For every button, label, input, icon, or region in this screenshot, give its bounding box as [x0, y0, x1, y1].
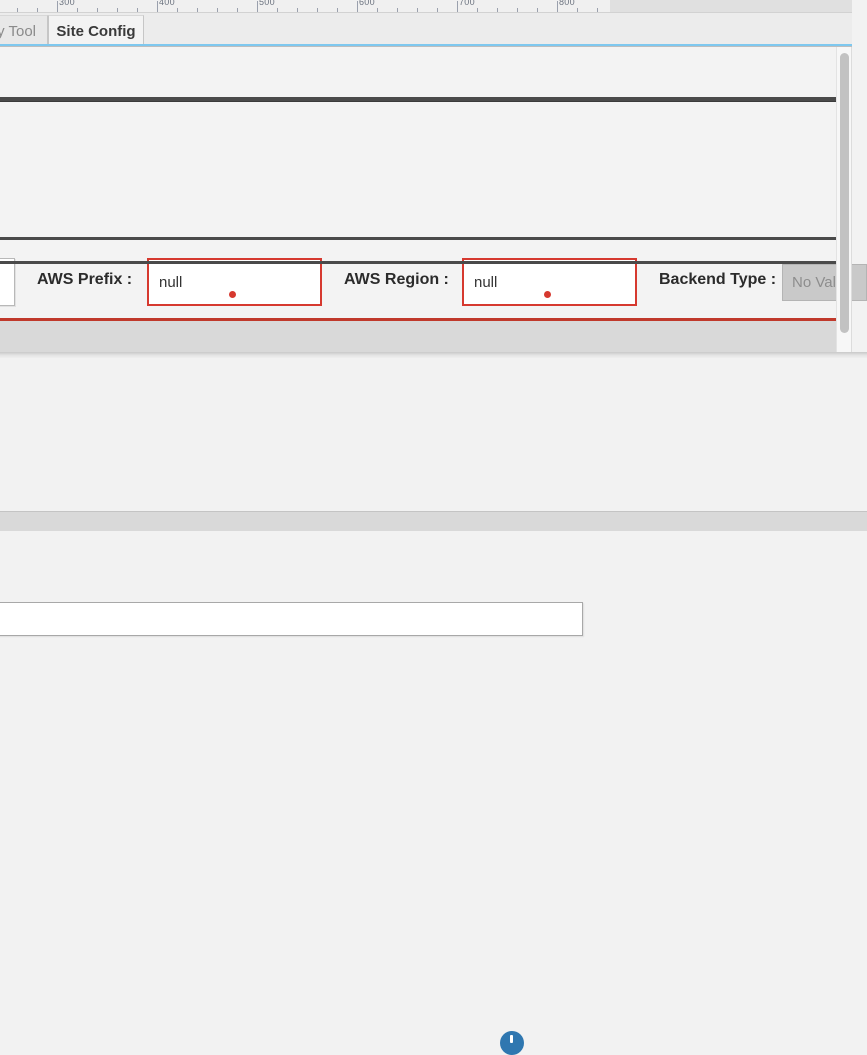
- ruler-minor-tick: [217, 8, 218, 12]
- aws-region-input[interactable]: null: [462, 258, 637, 306]
- ruler-minor-tick: [437, 8, 438, 12]
- vertical-scrollbar-thumb[interactable]: [840, 53, 849, 333]
- ruler-minor-tick: [337, 8, 338, 12]
- tab-site-config[interactable]: Site Config: [48, 15, 144, 46]
- ruler-minor-tick: [237, 8, 238, 12]
- ruler-inactive-tail: [610, 0, 852, 13]
- section-divider-lower: [0, 261, 852, 264]
- ruler-minor-tick: [177, 8, 178, 12]
- ruler-minor-tick: [17, 8, 18, 12]
- ruler-major-tick: [557, 1, 558, 12]
- ruler-major-tick: [157, 1, 158, 12]
- ruler-minor-tick: [377, 8, 378, 12]
- error-divider-red: [0, 318, 852, 321]
- ruler-minor-tick: [537, 8, 538, 12]
- ruler-minor-tick: [517, 8, 518, 12]
- backend-type-select[interactable]: No Value: [782, 264, 867, 301]
- tab-query-tool-label: y Tool: [0, 22, 36, 40]
- ruler-major-tick: [457, 1, 458, 12]
- info-icon[interactable]: [500, 1031, 524, 1055]
- config-panel: AWS Prefix : null AWS Region : null Back…: [0, 46, 867, 636]
- ruler-minor-tick: [37, 8, 38, 12]
- aws-region-input-value: null: [474, 273, 498, 291]
- aws-prefix-label: AWS Prefix :: [37, 271, 133, 288]
- ruler-tick-label: 800: [559, 0, 575, 7]
- tab-strip: y Tool Site Config: [0, 13, 852, 46]
- tab-site-config-label: Site Config: [56, 22, 136, 40]
- ruler-minor-tick: [197, 8, 198, 12]
- tab-active-underline: [0, 44, 852, 46]
- ruler-minor-tick: [137, 8, 138, 12]
- ruler-minor-tick: [97, 8, 98, 12]
- ruler-minor-tick: [597, 8, 598, 12]
- ruler-tick-label: 300: [59, 0, 75, 7]
- ruler-major-tick: [57, 1, 58, 12]
- ruler-major-tick: [257, 1, 258, 12]
- aws-settings-row: AWS Prefix : null AWS Region : null Back…: [0, 145, 867, 306]
- error-band-input[interactable]: [0, 602, 583, 636]
- ruler-tick-label: 600: [359, 0, 375, 7]
- left-clipped-input[interactable]: [0, 258, 15, 306]
- lower-empty-area: [0, 358, 867, 511]
- aws-prefix-error-dot: [229, 291, 236, 298]
- scrollbar-gutter-edge: [851, 47, 852, 399]
- aws-prefix-input[interactable]: null: [147, 258, 322, 306]
- section-divider-middle: [0, 237, 852, 240]
- ruler-minor-tick: [117, 8, 118, 12]
- ruler-minor-tick: [577, 8, 578, 12]
- ruler-minor-tick: [77, 8, 78, 12]
- section-divider-top: [0, 97, 852, 102]
- ruler-minor-tick: [277, 8, 278, 12]
- panel-bottom-edge: [0, 352, 867, 358]
- backend-type-label: Backend Type :: [659, 271, 777, 288]
- ruler-major-tick: [357, 1, 358, 12]
- status-bar: [0, 511, 867, 1055]
- ruler-minor-tick: [397, 8, 398, 12]
- aws-region-error-dot: [544, 291, 551, 298]
- ruler-tick-label: 400: [159, 0, 175, 7]
- ruler-tick-label: 700: [459, 0, 475, 7]
- vertical-scrollbar[interactable]: [836, 47, 852, 399]
- ruler-tick-label: 500: [259, 0, 275, 7]
- ruler-minor-tick: [497, 8, 498, 12]
- ruler-minor-tick: [477, 8, 478, 12]
- ruler-minor-tick: [417, 8, 418, 12]
- tab-query-tool[interactable]: y Tool: [0, 15, 48, 46]
- ruler-minor-tick: [297, 8, 298, 12]
- ruler-minor-tick: [317, 8, 318, 12]
- aws-prefix-input-value: null: [159, 273, 183, 291]
- aws-region-label: AWS Region :: [344, 271, 449, 288]
